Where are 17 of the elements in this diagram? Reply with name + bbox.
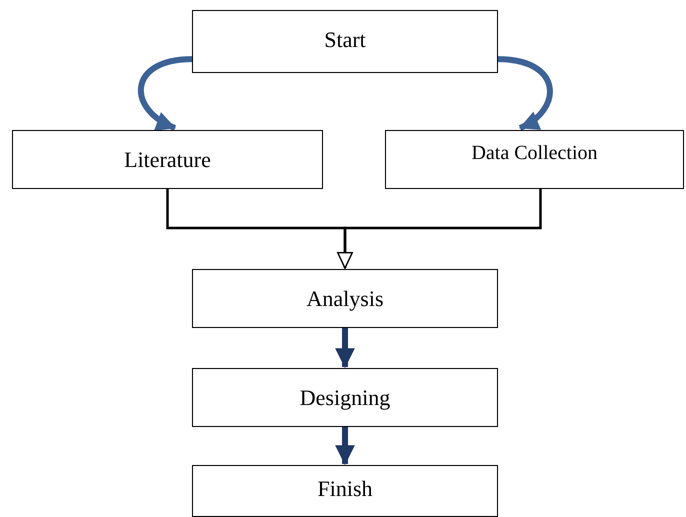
arrow [498,56,553,131]
process-box [385,130,684,189]
process-box [192,10,498,73]
box-label: Data Collection [471,142,598,165]
process-box [12,130,323,189]
arrow [337,189,542,269]
process-box [192,368,498,427]
arrow [335,427,355,466]
box-label: Analysis [306,286,384,312]
arrow [335,328,355,368]
box-label: Finish [317,476,373,502]
process-box [192,269,498,328]
box-label: Designing [300,384,390,410]
arrow [138,56,192,131]
box-label: Start [324,26,366,52]
box-label: Literature [124,146,211,172]
process-box [192,465,498,517]
